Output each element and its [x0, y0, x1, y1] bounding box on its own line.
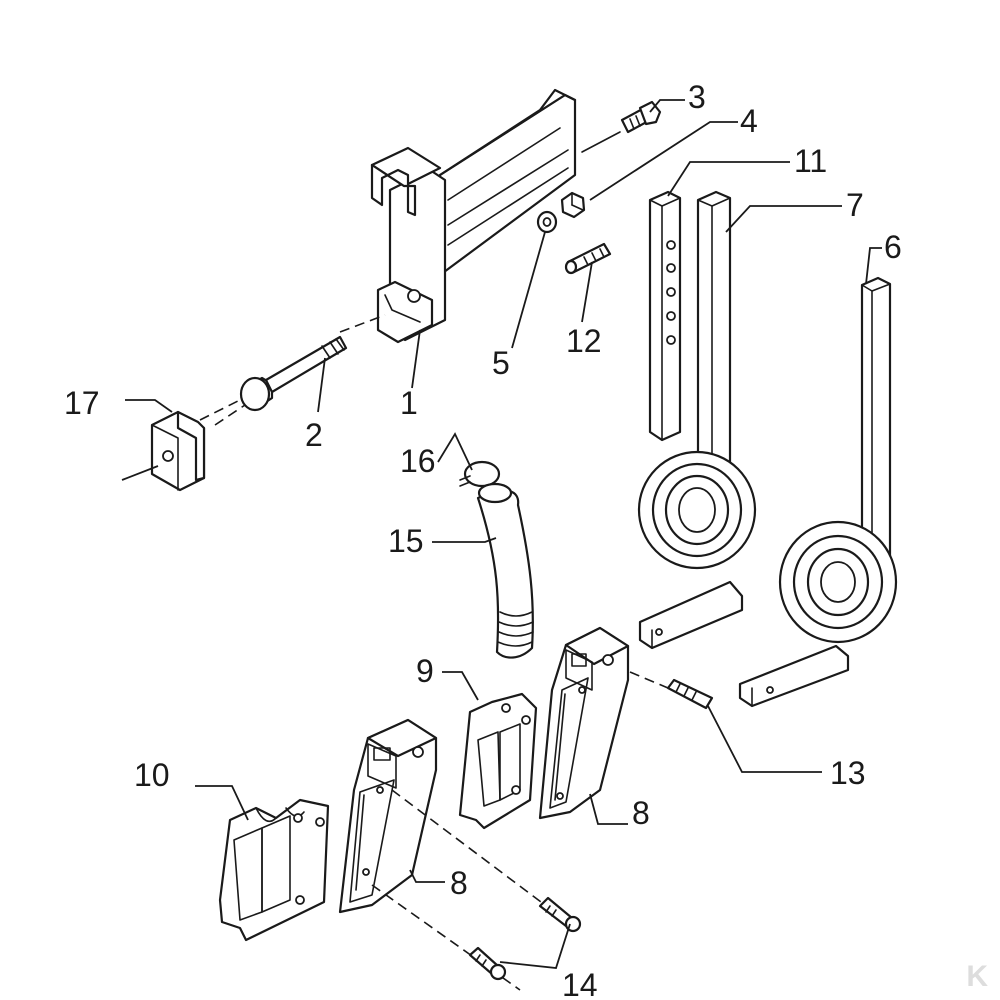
part-10-double-plate — [218, 798, 330, 942]
brand-logo-icon: K — [966, 960, 988, 993]
label-part-8-lower: 8 — [450, 865, 468, 901]
label-part-5: 5 — [492, 345, 510, 381]
part-1-frame-bracket — [339, 88, 577, 344]
label-part-17: 17 — [64, 385, 100, 421]
label-part-8-upper: 8 — [632, 795, 650, 831]
label-part-3: 3 — [688, 79, 706, 115]
label-part-1: 1 — [400, 385, 418, 421]
part-2-long-bolt — [214, 335, 348, 426]
part-4-nut — [560, 191, 586, 219]
label-part-15: 15 — [388, 523, 424, 559]
part-8-holder-upper — [538, 626, 630, 820]
label-part-13: 13 — [830, 755, 866, 791]
part-12-pin — [564, 242, 612, 275]
part-11-perforated-bar — [648, 190, 682, 442]
label-part-9: 9 — [416, 653, 434, 689]
part-3-small-bolt — [581, 100, 662, 153]
part-16-hose-clamp — [459, 460, 501, 488]
label-part-2: 2 — [305, 417, 323, 453]
label-part-10: 10 — [134, 757, 170, 793]
part-6-spring-tine — [738, 276, 898, 708]
part-17-clamp — [121, 399, 241, 492]
part-5-washer — [536, 210, 558, 234]
label-part-4: 4 — [740, 103, 758, 139]
label-part-11: 11 — [794, 143, 827, 179]
part-labels: 3 4 11 7 6 12 5 1 17 2 16 15 9 10 13 8 8… — [64, 79, 902, 1000]
part-15-hose — [476, 482, 534, 659]
label-part-7: 7 — [846, 187, 864, 223]
leader-lines — [125, 99, 882, 969]
part-13-pin — [629, 671, 714, 710]
label-part-14: 14 — [562, 967, 598, 1000]
part-14-bolts — [468, 896, 582, 981]
part-9-plate — [458, 692, 538, 830]
part-7-spring-tine — [637, 190, 757, 650]
label-part-16: 16 — [400, 443, 436, 479]
label-part-12: 12 — [566, 323, 602, 359]
label-part-6: 6 — [884, 229, 902, 265]
